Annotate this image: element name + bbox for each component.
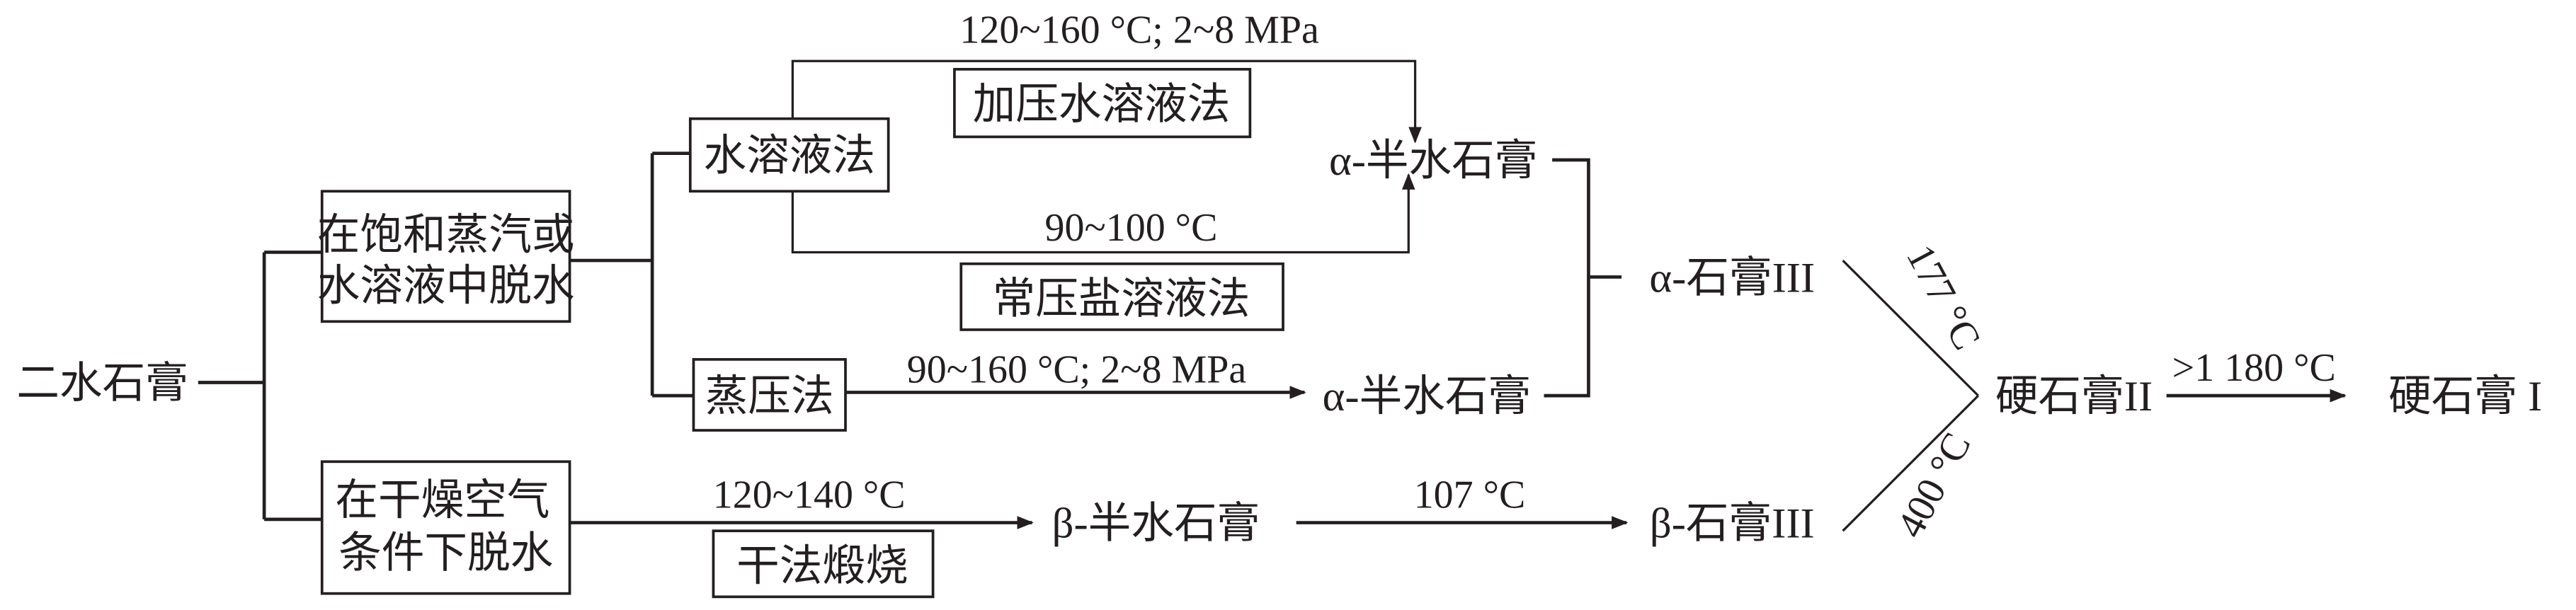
alpha-anhydrite-iii: α-石膏III [1649,254,1815,301]
beta-iii-to-ii-line [1842,394,1979,532]
autoclave-condition: 90~160 °C; 2~8 MPa [907,348,1247,392]
solution-method-box [688,117,890,193]
pressurized-method-label: 加压水溶液法 [973,81,1231,129]
dry-dehydration-line1: 在干燥空气 [335,477,549,524]
dihydrate-label: 二水石膏 [16,359,188,407]
autoclave-method-label: 蒸压法 [705,373,834,420]
dry-calcination-box [712,529,935,599]
alpha-bracket [1544,158,1622,398]
pressurized-arrow [791,59,1422,144]
dihydrate-split-line [198,251,322,522]
solution-method-label: 水溶液法 [703,132,875,180]
wet-dehydration-line1: 在饱和蒸汽或 [317,212,575,259]
wet-dehydration-line2: 水溶液中脱水 [317,263,575,310]
atmospheric-condition: 90~100 °C [1045,206,1218,250]
alpha-iii-to-ii-condition: 177 °C [1898,238,1989,357]
anhydrite-i: 硬石膏 I [2388,373,2542,420]
beta-iii-to-ii-condition: 400 °C [1888,426,1980,545]
autoclave-method-box [692,358,847,432]
salt-method-label: 常压盐溶液法 [993,276,1250,323]
dry-dehydration-line2: 条件下脱水 [338,529,553,577]
alpha-hemihydrate-top: α-半水石膏 [1329,137,1537,185]
wet-dehydration-box [320,190,571,323]
pressurized-method-box [953,67,1252,139]
salt-method-box [959,262,1284,331]
atmospheric-arrow [791,173,1415,254]
beta-to-iii-condition: 107 °C [1414,473,1526,517]
dry-calcination-label: 干法煅烧 [736,543,908,590]
connectors [198,59,2347,532]
anhydrite-ii: 硬石膏II [1995,373,2153,420]
beta-anhydrite-iii: β-石膏III [1650,500,1815,548]
ii-to-i-condition: >1 180 °C [2172,346,2336,390]
dry-condition: 120~140 °C [713,473,906,517]
alpha-iii-to-ii-line [1842,259,1979,397]
wet-split-line [569,151,694,398]
dry-dehydration-box [320,460,571,595]
beta-hemihydrate: β-半水石膏 [1052,500,1260,548]
pressurized-condition: 120~160 °C; 2~8 MPa [959,8,1319,52]
alpha-hemihydrate-bottom: α-半水石膏 [1323,373,1531,420]
